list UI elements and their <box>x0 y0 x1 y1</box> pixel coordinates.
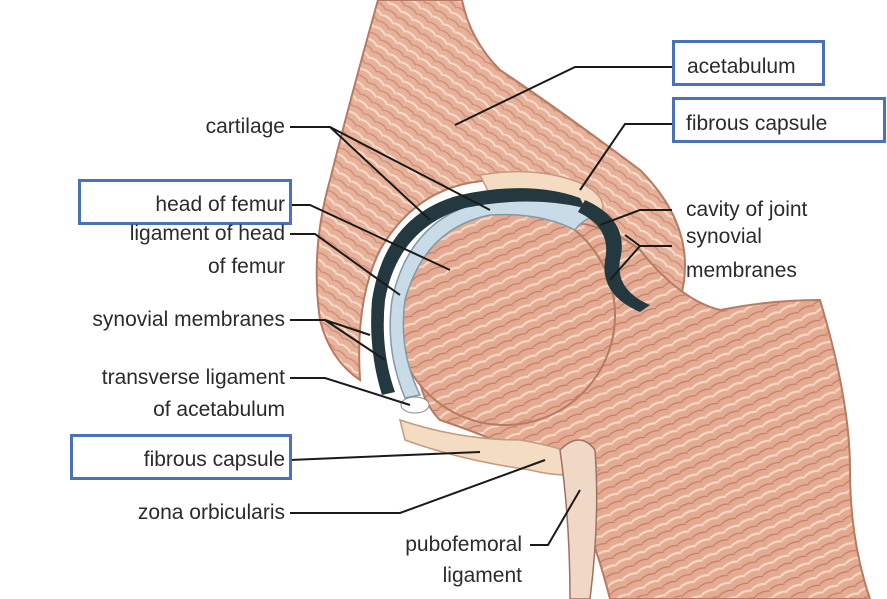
pubofemoral-ligament-shape <box>560 440 597 599</box>
highlight-box-fibrous-capsule-bottom <box>70 434 292 480</box>
label-cavity-of-joint: cavity of joint <box>686 198 807 222</box>
label-cartilage: cartilage <box>206 115 285 139</box>
label-pubofemoral-2: ligament <box>443 564 522 588</box>
label-transverse-1: transverse ligament <box>102 366 285 390</box>
leader-zona <box>290 460 545 513</box>
label-synovial-left: synovial membranes <box>92 308 285 332</box>
leader-fibrous-capsule-bottom <box>290 452 480 460</box>
transverse-ligament-shape <box>401 397 429 413</box>
highlight-box-fibrous-capsule-top <box>672 97 886 143</box>
highlight-box-head-of-femur <box>78 179 292 225</box>
label-zona: zona orbicularis <box>138 501 285 525</box>
label-ligament-head-2: of femur <box>208 255 285 279</box>
label-synovial-right-2: membranes <box>686 259 797 283</box>
label-ligament-head-1: ligament of head <box>130 222 285 246</box>
highlight-box-acetabulum <box>672 40 825 86</box>
label-pubofemoral-1: pubofemoral <box>405 533 522 557</box>
label-synovial-right-1: synovial <box>686 225 762 249</box>
label-transverse-2: of acetabulum <box>153 398 285 422</box>
